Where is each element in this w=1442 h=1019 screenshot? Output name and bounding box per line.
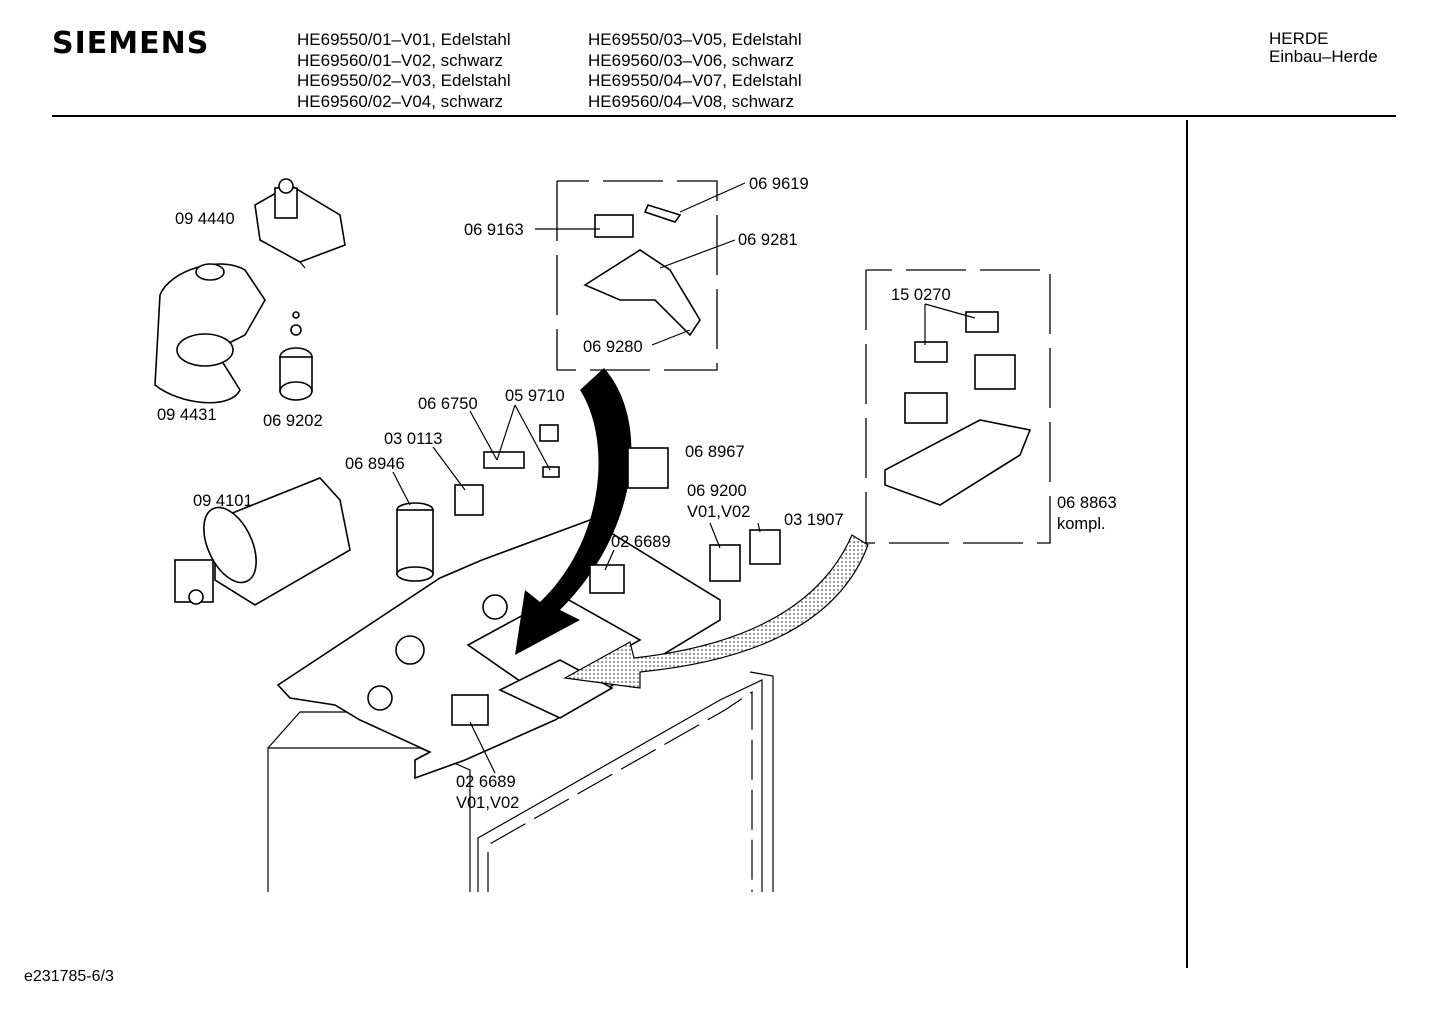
part-microswitch-069163 bbox=[594, 214, 634, 238]
model-entry: HE69550/03–V05, Edelstahl bbox=[588, 30, 802, 49]
part-lock-hook bbox=[904, 392, 948, 424]
label-part-069619: 06 9619 bbox=[749, 175, 809, 193]
model-entry: HE69550/02–V03, Edelstahl bbox=[297, 71, 511, 90]
model-entry: HE69560/01–V02, schwarz bbox=[297, 50, 504, 70]
model-entry: HE69560/03–V06, schwarz bbox=[588, 50, 795, 70]
part-gasket-plate bbox=[154, 263, 266, 404]
part-relay-068967 bbox=[627, 447, 669, 489]
part-switch-plate-069281 bbox=[583, 249, 701, 337]
assembly-arrow-dotted bbox=[563, 534, 869, 689]
part-switch-030113 bbox=[454, 484, 484, 516]
model-entry: HE69560/02–V04, schwarz bbox=[297, 91, 504, 111]
mounting-plate bbox=[276, 519, 721, 780]
label-part-026689-variant: V01,V02 bbox=[456, 794, 519, 812]
category-block: HERDE Einbau–Herde bbox=[1269, 30, 1378, 66]
part-switch-069200 bbox=[709, 544, 741, 582]
model-list-left: HE69550/01–V01, Edelstahl HE69560/01–V02… bbox=[297, 30, 511, 112]
category-title: HERDE bbox=[1269, 29, 1329, 48]
label-part-066750: 06 6750 bbox=[418, 395, 478, 413]
part-lock-base bbox=[884, 419, 1032, 506]
part-spring-069619 bbox=[643, 204, 682, 223]
model-entry: HE69560/04–V08, schwarz bbox=[588, 91, 795, 111]
label-part-026689-bottom: 02 6689 bbox=[456, 773, 516, 791]
label-part-150270: 15 0270 bbox=[891, 286, 951, 304]
part-switch-031907 bbox=[749, 529, 781, 565]
part-microswitch-150270-b bbox=[965, 311, 999, 333]
brand-logo: SIEMENS bbox=[52, 26, 210, 61]
label-part-031907: 03 1907 bbox=[784, 511, 844, 529]
label-part-094440: 09 4440 bbox=[175, 210, 235, 228]
part-bracket-059710 bbox=[542, 466, 560, 478]
label-part-069280: 06 9280 bbox=[583, 338, 643, 356]
part-filter-cylinder bbox=[396, 502, 434, 582]
model-entry: HE69550/01–V01, Edelstahl bbox=[297, 30, 511, 49]
label-part-068863: 06 8863 bbox=[1057, 494, 1117, 512]
label-part-026689-top: 02 6689 bbox=[611, 533, 671, 551]
model-entry: HE69550/04–V07, Edelstahl bbox=[588, 71, 802, 90]
part-thermostat-059710 bbox=[539, 424, 559, 442]
label-part-069202: 06 9202 bbox=[263, 412, 323, 430]
part-fan-wheel bbox=[279, 311, 313, 401]
assembly-arrow-large bbox=[515, 368, 632, 655]
model-list-right: HE69550/03–V05, Edelstahl HE69560/03–V06… bbox=[588, 30, 802, 112]
label-part-094101: 09 4101 bbox=[193, 492, 253, 510]
label-part-059710: 05 9710 bbox=[505, 387, 565, 405]
part-actuator bbox=[974, 354, 1016, 390]
label-part-069281: 06 9281 bbox=[738, 231, 798, 249]
leader-lines bbox=[392, 182, 976, 774]
part-tangential-fan bbox=[174, 477, 351, 606]
label-part-030113: 03 0113 bbox=[384, 430, 442, 448]
group-box-door-lock bbox=[865, 269, 1051, 544]
label-part-068967: 06 8967 bbox=[685, 443, 745, 461]
part-terminal-026689-top bbox=[589, 564, 625, 594]
label-part-068946: 06 8946 bbox=[345, 455, 405, 473]
part-sensor-066750 bbox=[483, 451, 525, 469]
category-subtitle: Einbau–Herde bbox=[1269, 47, 1378, 66]
label-part-068863-note: kompl. bbox=[1057, 515, 1106, 533]
part-terminal-026689-bottom bbox=[451, 694, 489, 726]
group-box-switch bbox=[556, 180, 718, 371]
label-part-094431: 09 4431 bbox=[157, 406, 217, 424]
label-part-069163: 06 9163 bbox=[464, 221, 524, 239]
part-motor-housing bbox=[254, 178, 346, 269]
label-part-069200-variant: V01,V02 bbox=[687, 503, 750, 521]
drawing-id: e231785-6/3 bbox=[24, 968, 114, 985]
label-part-069200: 06 9200 bbox=[687, 482, 747, 500]
part-microswitch-150270-a bbox=[914, 341, 948, 363]
